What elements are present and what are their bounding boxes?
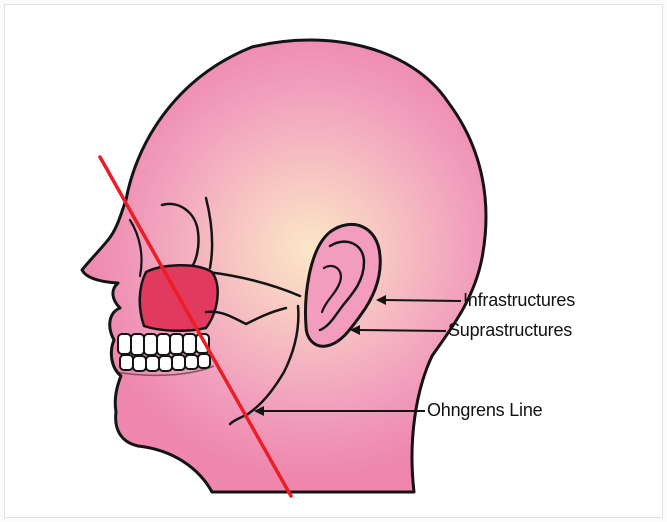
label-suprastructures: Suprastructures — [448, 321, 572, 339]
upper-teeth — [118, 334, 209, 355]
label-ohngrens-line: Ohngrens Line — [427, 401, 542, 419]
label-infrastructures: Infrastructures — [463, 291, 575, 309]
lower-teeth — [120, 354, 210, 371]
head-silhouette — [82, 40, 486, 492]
